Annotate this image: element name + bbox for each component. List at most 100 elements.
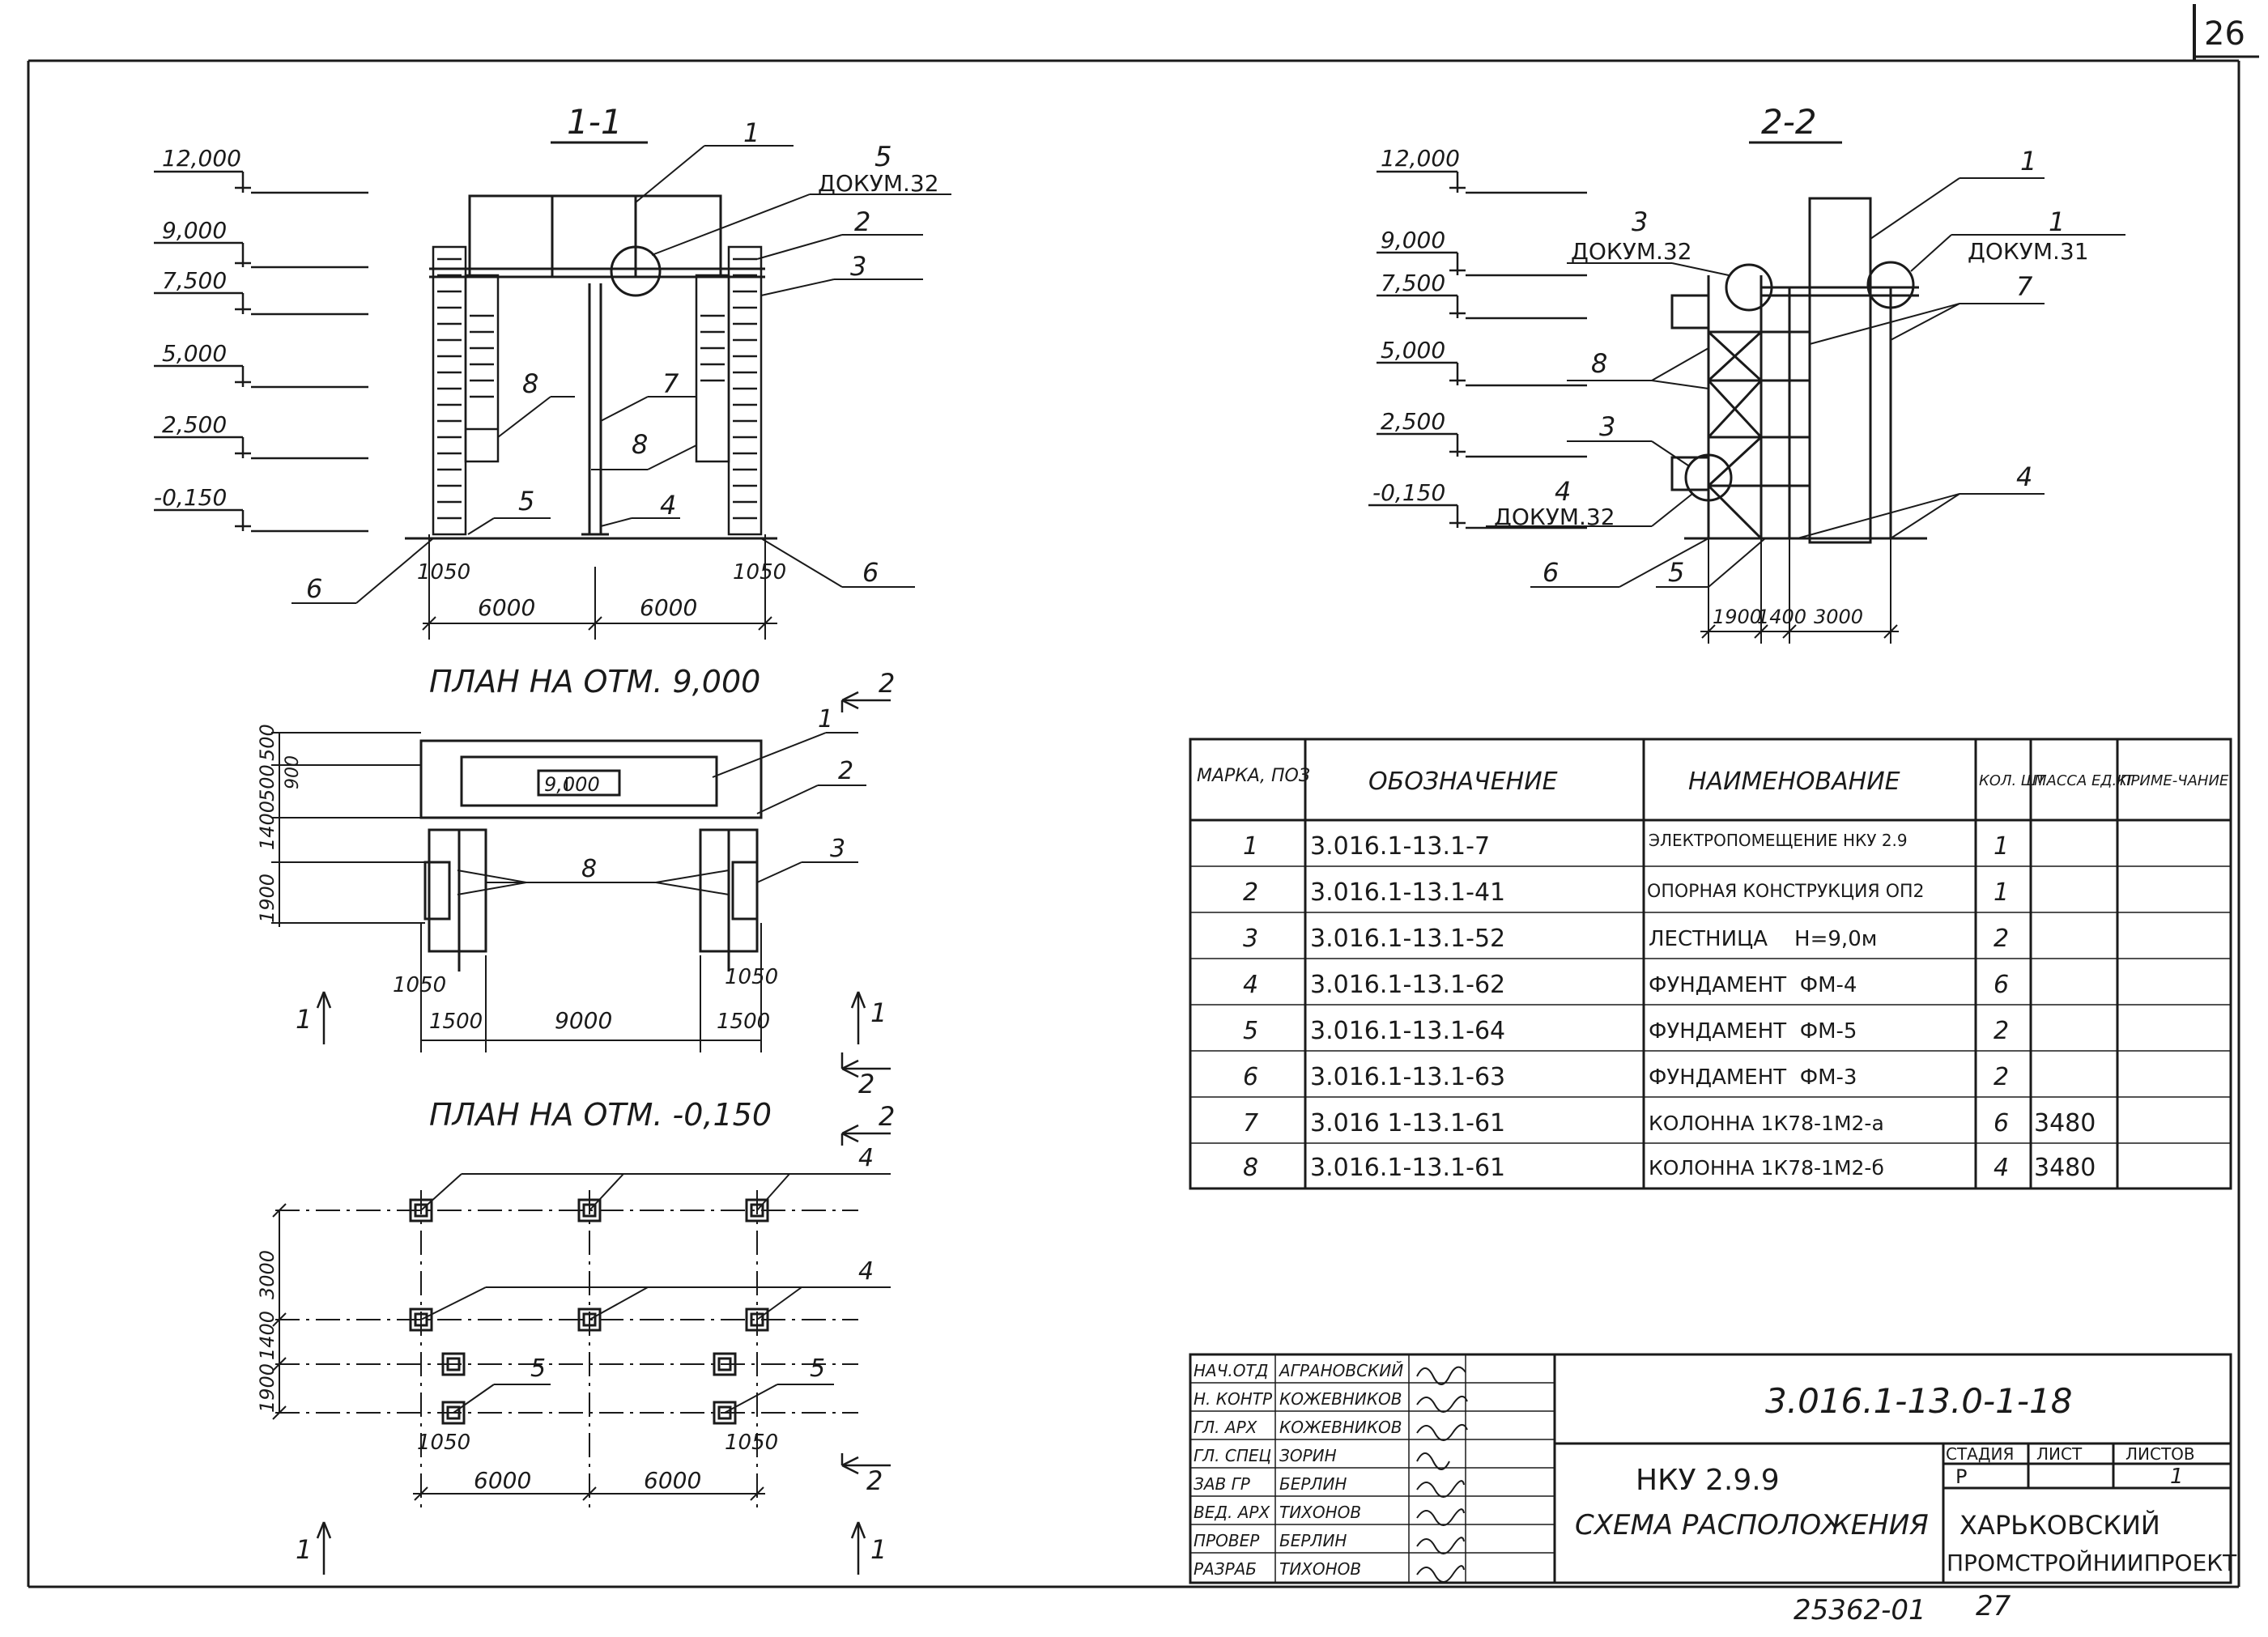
- detail-callout-circle: [1725, 263, 1773, 312]
- org-name-2: ПРОМСТРОЙНИИПРОЕКТ: [1947, 1549, 2237, 1576]
- dim-label: 1050: [725, 1431, 778, 1455]
- specification-table: МАРКА, ПОЗ ОБОЗНАЧЕНИЕ НАИМЕНОВАНИЕ КОЛ.…: [1189, 738, 2232, 1190]
- leader-label: 4: [858, 1257, 874, 1286]
- spec-row: 7 3.016 1-13.1-61 КОЛОННА 1К78-1М2-а 6 3…: [1243, 1109, 2096, 1137]
- leader-label: 4: [2016, 461, 2032, 492]
- section-2-2: 2-2 12,000 9,000 7,500 5,000 2,500 -0,15…: [1368, 102, 2125, 644]
- signer-role: РАЗРАБ: [1194, 1559, 1257, 1579]
- leader-label: 7: [2016, 271, 2033, 302]
- cut-label: 1: [870, 997, 887, 1028]
- cut-label: 2: [858, 1069, 874, 1099]
- leader-label: 3: [1599, 411, 1615, 442]
- spec-cell-mark: 6: [1243, 1063, 1258, 1091]
- dim-label: 3000: [1814, 606, 1863, 628]
- dimension-lines-p0: [272, 1203, 765, 1501]
- spec-cell-mark: 5: [1243, 1017, 1258, 1045]
- spec-cell-mark: 3: [1243, 925, 1258, 953]
- sheets-label: ЛИСТОВ: [2125, 1444, 2195, 1464]
- spec-row-lines: [1190, 865, 2231, 1144]
- spec-cell-qty: 1: [1994, 878, 2009, 907]
- leader-label: 8: [1591, 348, 1607, 379]
- cut-label: 2: [866, 1465, 883, 1496]
- plan-m0150: ПЛАН НА ОТМ. -0,150: [256, 1097, 895, 1575]
- foundation-markers: [409, 1198, 769, 1425]
- leader-label: 2: [838, 757, 853, 785]
- dim-label: 6000: [644, 1467, 701, 1494]
- dim-label: 1050: [417, 560, 470, 585]
- spec-cell-name: КОЛОННА 1К78-1М2-а: [1649, 1112, 1884, 1135]
- dimension-lines-1: [422, 534, 777, 640]
- level-label: 7,500: [1381, 270, 1445, 296]
- signer-name: БЕРЛИН: [1279, 1474, 1347, 1494]
- org-name-1: ХАРЬКОВСКИЙ: [1960, 1510, 2160, 1541]
- spec-cell-qty: 4: [1994, 1154, 2009, 1182]
- leader-label: 3: [830, 835, 845, 863]
- signer-role: ВЕД. АРХ: [1194, 1503, 1270, 1522]
- electroroom-elevation: [429, 194, 765, 279]
- leader-label: 5: [810, 1354, 825, 1383]
- spec-row: 1 3.016.1-13.1-7 ЭЛЕКТРОПОМЕЩЕНИЕ НКУ 2.…: [1243, 831, 2009, 861]
- spec-header-mark: МАРКА, ПОЗ: [1197, 766, 1310, 786]
- spec-header-note: ПРИМЕ-ЧАНИЕ: [2120, 772, 2229, 789]
- section-1-1-title: 1-1: [567, 102, 623, 142]
- section-1-1: 1-1 12,000 9,000 7,500 5,000 2,500 -0,15…: [154, 102, 951, 640]
- leader-label: 5: [518, 486, 534, 517]
- spec-cell-designation: 3.016.1-13.1-63: [1310, 1063, 1505, 1091]
- cut-label: 1: [870, 1534, 887, 1565]
- leader-label: 4: [660, 490, 676, 521]
- bottom-page: 27: [1976, 1590, 2011, 1622]
- spec-header-designation: ОБОЗНАЧЕНИЕ: [1368, 767, 1558, 796]
- leader-label: 2: [854, 206, 870, 237]
- spec-cell-designation: 3.016 1-13.1-61: [1310, 1109, 1505, 1137]
- leader-label: 8: [632, 429, 648, 460]
- leader-label: 1: [743, 117, 760, 148]
- stair-tower-right: [695, 245, 763, 536]
- dim-label: 1900: [256, 1363, 279, 1413]
- leader-label: 8: [522, 368, 538, 399]
- spec-cell-name: ФУНДАМЕНТ ФМ-4: [1649, 973, 1857, 997]
- dimension-lines-2: [1700, 538, 1899, 644]
- signer-role: ПРОВЕР: [1194, 1531, 1260, 1550]
- leader-lines-2: [1486, 177, 2125, 588]
- signer-name: ЗОРИН: [1279, 1446, 1337, 1465]
- spec-cell-name: ЛЕСТНИЦА H=9,0м: [1649, 927, 1877, 951]
- drawing-name-1: НКУ 2.9.9: [1636, 1464, 1780, 1497]
- detail-callout-circle: [610, 245, 662, 297]
- dim-label: 1050: [725, 965, 778, 989]
- detail-callout-circle: [1866, 261, 1915, 309]
- spec-row: 3 3.016.1-13.1-52 ЛЕСТНИЦА H=9,0м 2: [1243, 925, 2009, 953]
- spec-cell-mark: 2: [1243, 878, 1258, 907]
- leader-label: 7: [662, 368, 679, 399]
- spec-header-name: НАИМЕНОВАНИЕ: [1688, 767, 1900, 796]
- dim-label: 6000: [478, 594, 535, 621]
- leader-label: 6: [862, 557, 879, 588]
- level-label: 12,000: [1381, 145, 1460, 172]
- leader-label: 5: [1668, 557, 1684, 588]
- sheets-value: 1: [2170, 1465, 2184, 1489]
- spec-cell-designation: 3.016.1-13.1-41: [1310, 878, 1505, 907]
- section-cut-marks-p9: [316, 691, 891, 1078]
- leader-label: 3: [850, 251, 866, 282]
- spec-header-mass: МАССА ЕД.КГ: [2034, 772, 2137, 789]
- drawing-code: 3.016.1-13.0-1-18: [1765, 1381, 2072, 1421]
- callout-number: 3: [1632, 206, 1648, 237]
- leader-label: 8: [581, 855, 597, 883]
- level-label: 9,000: [1381, 227, 1445, 253]
- dim-label: 1400: [256, 1311, 279, 1360]
- spec-cell-designation: 3.016.1-13.1-61: [1310, 1154, 1505, 1182]
- dim-label: 500: [256, 724, 279, 761]
- plan-9000: ПЛАН НА ОТМ. 9,000 9,000 1 2 3 8: [256, 664, 895, 1099]
- leader-lines-p0: [420, 1173, 891, 1414]
- level-label: 12,000: [162, 145, 241, 172]
- spec-cell-mark: 7: [1243, 1109, 1258, 1137]
- bottom-code: 25362-01: [1794, 1594, 1926, 1626]
- spec-cell-qty: 6: [1994, 1109, 2009, 1137]
- signer-role: ГЛ. СПЕЦ: [1194, 1446, 1271, 1465]
- title-block-grid: [1189, 1353, 2232, 1584]
- dim-label: 1400: [256, 801, 279, 850]
- dimension-lines-p9: [271, 732, 762, 1052]
- sheet-frame: [27, 4, 2259, 1588]
- leader-label: 4: [858, 1144, 874, 1172]
- spec-cell-name: ОПОРНАЯ КОНСТРУКЦИЯ ОП2: [1647, 882, 1925, 902]
